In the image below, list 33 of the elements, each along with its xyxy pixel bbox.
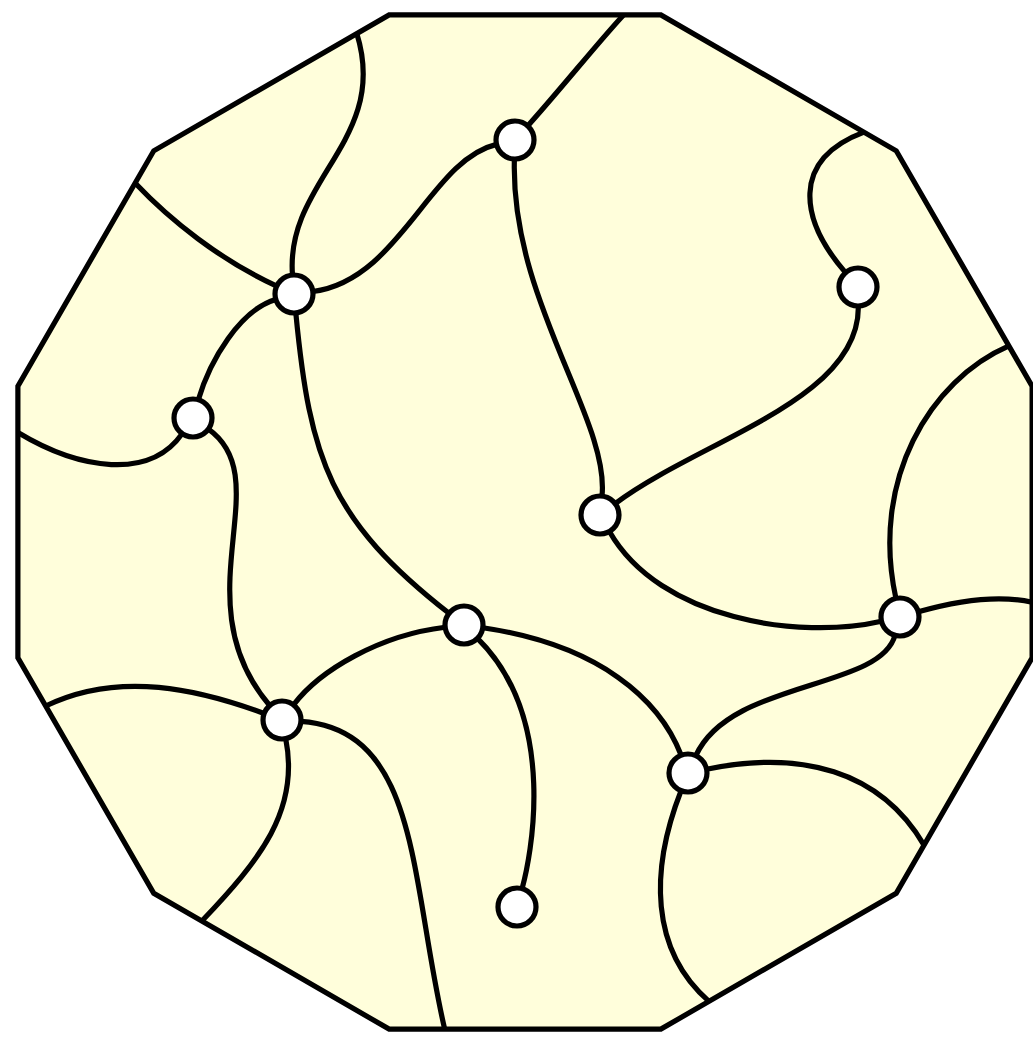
curve-line xyxy=(16,430,185,468)
curve-line xyxy=(482,625,684,757)
curve-line xyxy=(300,718,448,1030)
vertex-circle xyxy=(836,265,880,309)
dodecagon-background xyxy=(15,12,1033,1032)
curve-line xyxy=(693,634,898,758)
vertex-circle xyxy=(272,272,316,316)
curve-line xyxy=(133,181,278,289)
curve-line xyxy=(607,530,882,631)
vertex-circle xyxy=(442,603,486,647)
vertex-circle xyxy=(171,396,215,440)
curve-line xyxy=(206,427,272,708)
curve-line xyxy=(475,636,537,890)
curve-line xyxy=(195,297,277,401)
curve-line xyxy=(293,312,451,616)
vertex-circle xyxy=(260,698,304,742)
vertex-circle xyxy=(666,751,710,795)
curve-line xyxy=(44,683,265,716)
curve-line xyxy=(511,158,605,497)
curve-line xyxy=(289,32,366,276)
vertex-circle xyxy=(495,885,539,929)
curve-line xyxy=(917,596,1033,615)
curve-line xyxy=(312,141,498,295)
vertex-circle xyxy=(578,493,622,537)
curve-line xyxy=(807,129,865,275)
curve-line xyxy=(291,624,446,707)
vertex-circle xyxy=(878,595,922,639)
vertex-circle xyxy=(493,118,537,162)
curve-line xyxy=(199,738,292,923)
curve-line xyxy=(657,789,711,1004)
curve-line xyxy=(613,305,861,506)
curve-line xyxy=(887,343,1011,599)
curve-line xyxy=(706,759,927,847)
